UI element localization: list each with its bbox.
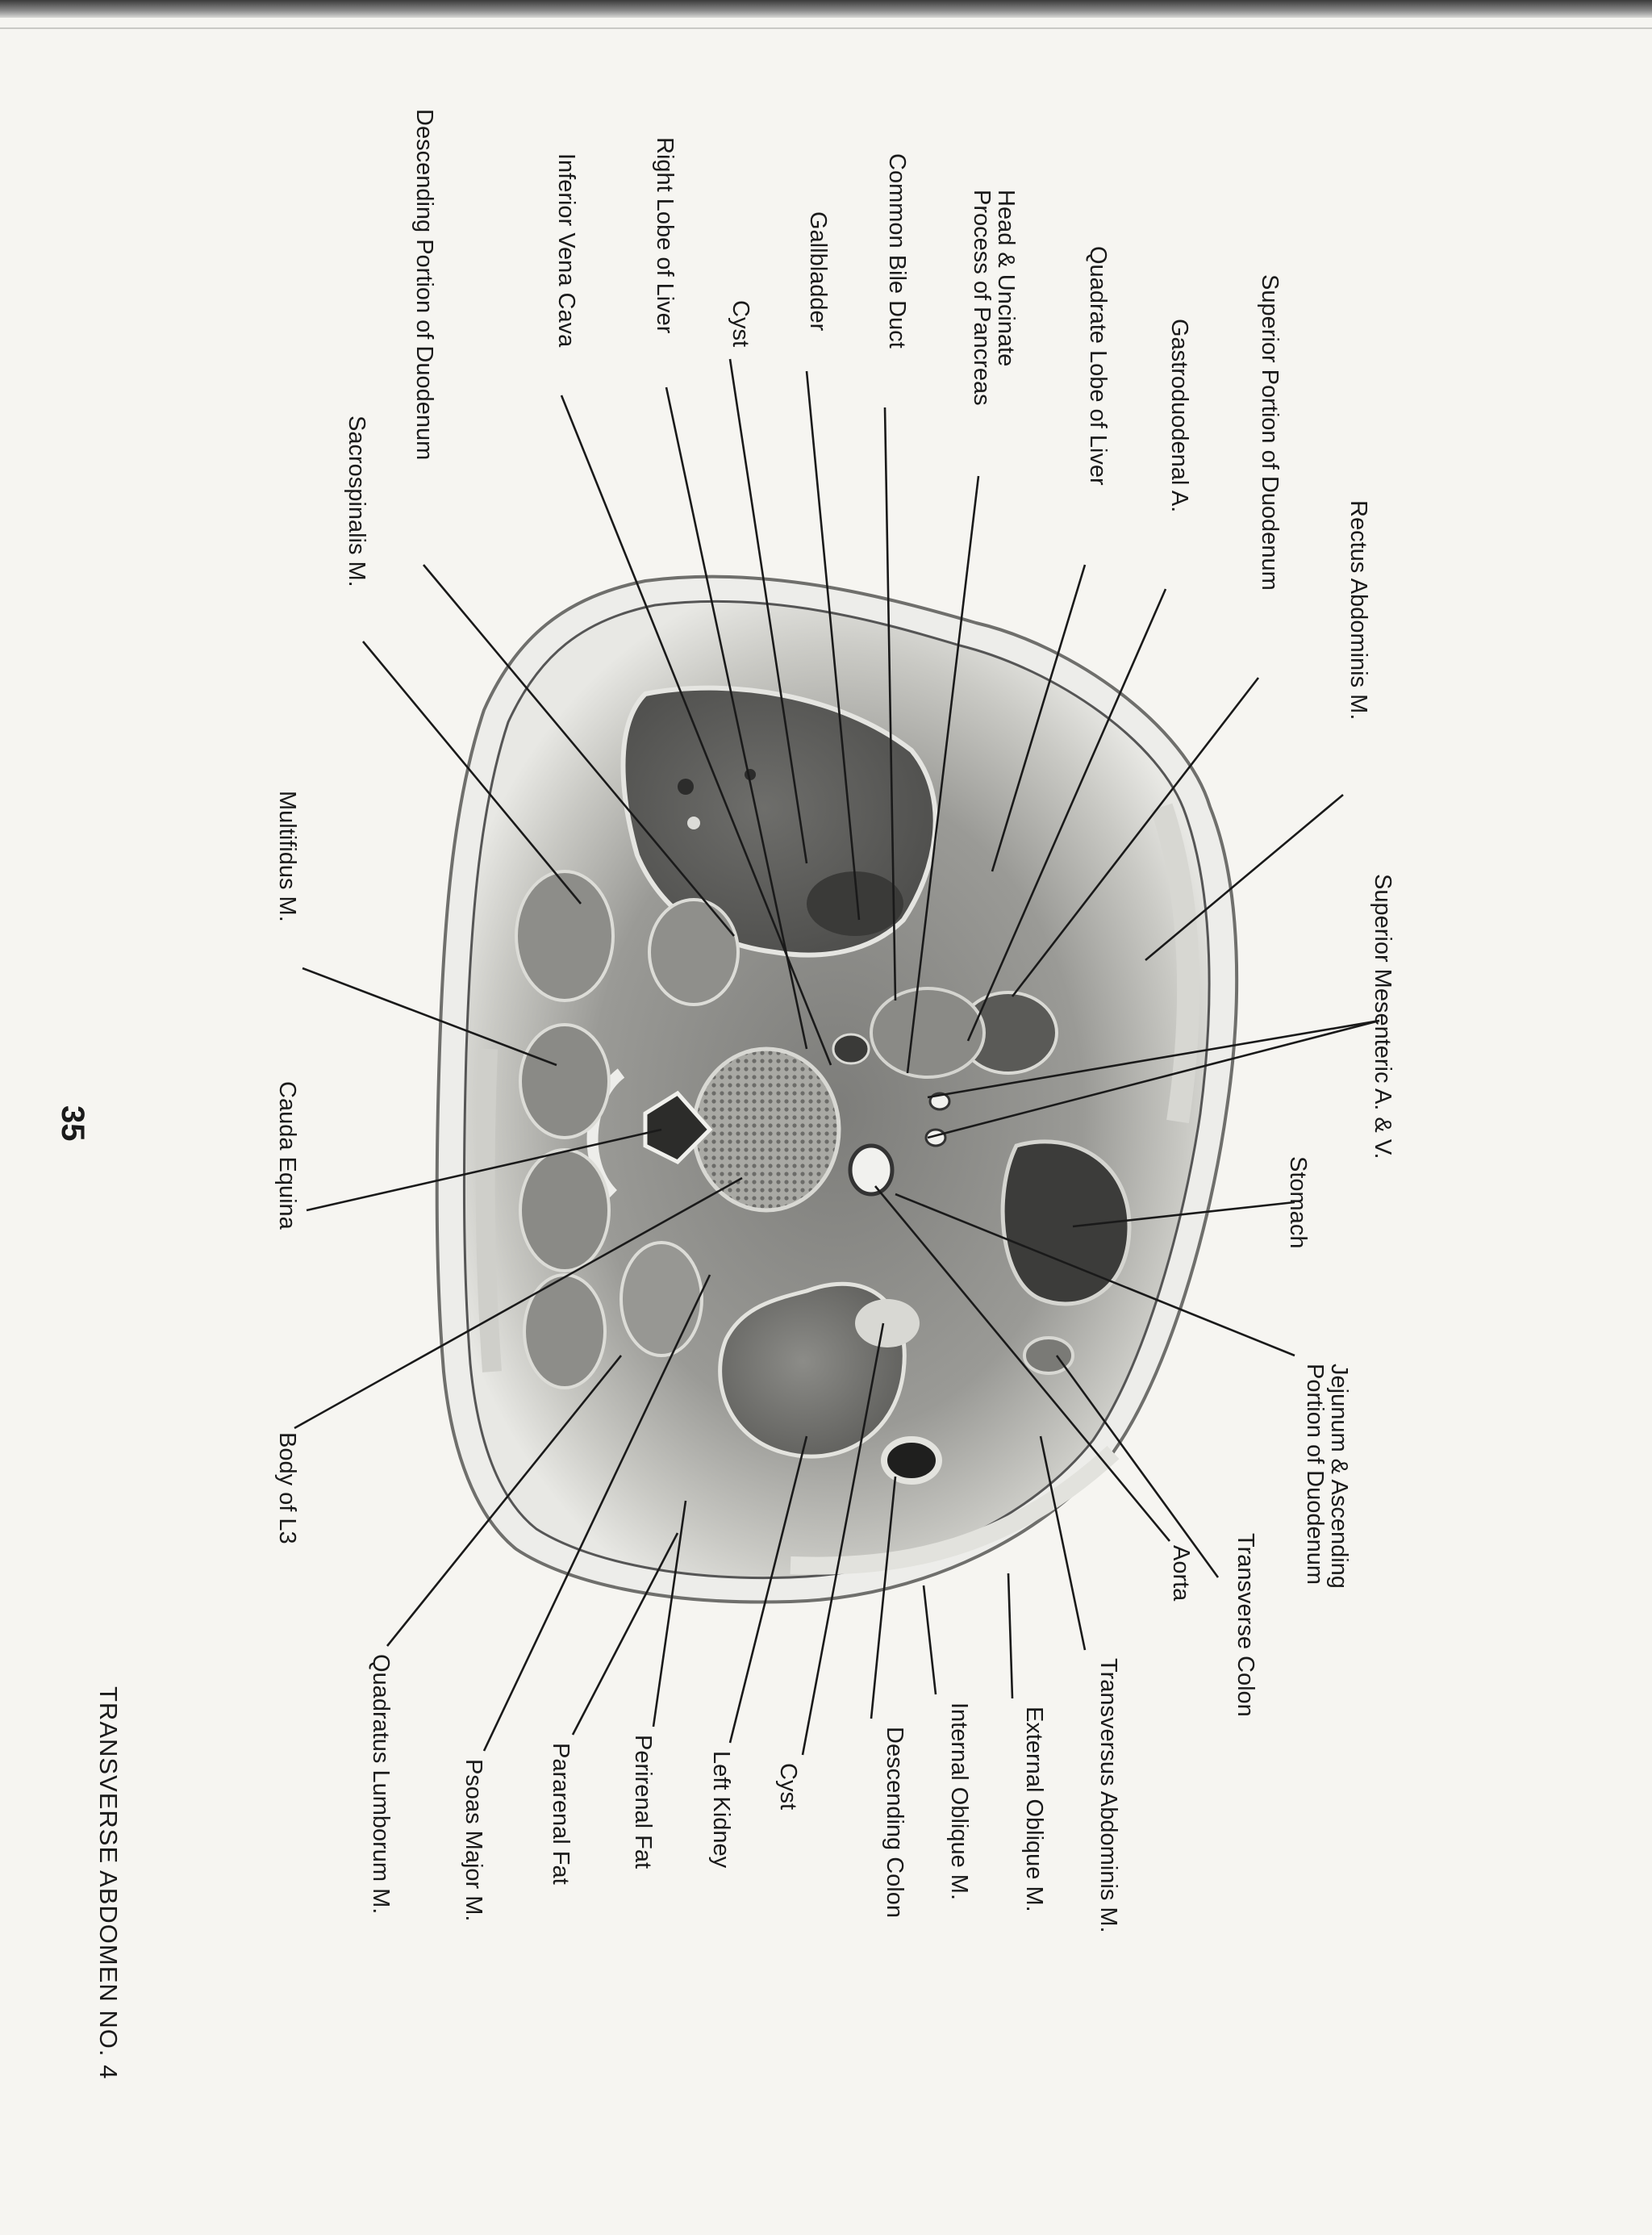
label-superior-mesenteric: Superior Mesenteric A. & V. [1370,874,1395,1159]
page-number: 35 [55,1105,90,1142]
gallbladder-shape [807,871,903,936]
label-head-pancreas: Head & Uncinate Process of Pancreas [969,190,1019,406]
label-pararenal-fat: Pararenal Fat [548,1743,574,1885]
label-jejunum-line1: Jejunum & Ascending [1326,1364,1352,1589]
label-jejunum-line2: Portion of Duodenum [1302,1364,1328,1585]
label-left-kidney: Left Kidney [708,1751,734,1869]
label-transverse-colon: Transverse Colon [1233,1533,1258,1717]
label-gallbladder: Gallbladder [805,211,831,332]
label-internal-oblique: Internal Oblique M. [946,1702,972,1901]
label-rectus-abdominis: Rectus Abdominis M. [1345,500,1371,721]
label-cauda-equina: Cauda Equina [274,1081,300,1230]
aorta-shape [848,1143,895,1197]
label-superior-portion-duodenum: Superior Portion of Duodenum [1257,274,1283,591]
label-descending-colon: Descending Colon [882,1727,907,1918]
label-transversus-abdominis: Transversus Abdominis M. [1095,1658,1121,1933]
label-body-l3: Body of L3 [274,1432,300,1544]
label-head-pancreas-line2: Process of Pancreas [969,190,995,406]
stomach-shape [1000,1139,1132,1306]
label-stomach: Stomach [1285,1156,1311,1249]
label-common-bile-duct: Common Bile Duct [884,153,910,349]
leader-lines [294,358,1380,1756]
label-head-pancreas-line1: Head & Uncinate [993,190,1019,367]
label-perirenal-fat: Perirenal Fat [630,1735,656,1869]
scan-top-edge [0,0,1652,18]
label-cyst-kidney: Cyst [775,1763,801,1810]
label-inferior-vena-cava: Inferior Vena Cava [553,153,579,348]
label-psoas-major: Psoas Major M. [461,1759,486,1922]
label-cyst-liver: Cyst [728,300,753,347]
label-right-lobe-liver: Right Lobe of Liver [652,137,678,334]
vertebral-body-shape [691,1046,841,1213]
label-gastroduodenal-a: Gastroduodenal A. [1166,319,1192,513]
label-multifidus: Multifidus M. [274,791,300,922]
label-descending-duodenum: Descending Portion of Duodenum [411,109,437,461]
label-sacrospinalis: Sacrospinalis M. [344,416,369,587]
label-external-oblique: External Oblique M. [1021,1707,1047,1912]
descending-colon-shape [881,1436,942,1485]
label-aorta: Aorta [1168,1545,1194,1602]
footer-title: TRANSVERSE ABDOMEN NO. 4 [94,1686,123,2080]
scan-top-line [0,27,1652,29]
label-quadratus-lumborum: Quadratus Lumborum M. [368,1654,394,1915]
label-quadrate-lobe: Quadrate Lobe of Liver [1085,246,1111,486]
label-jejunum: Jejunum & Ascending Portion of Duodenum [1302,1364,1352,1589]
